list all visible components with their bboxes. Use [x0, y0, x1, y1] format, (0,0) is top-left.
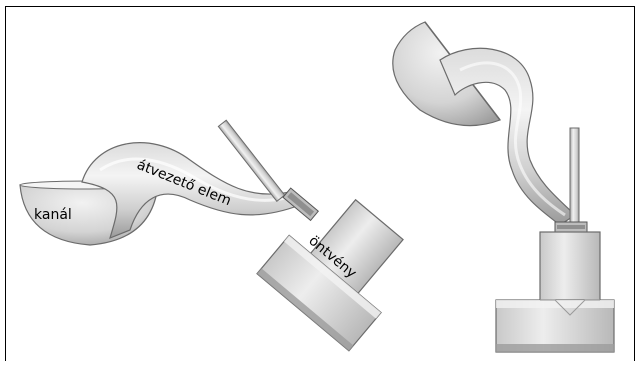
- right-coupling: [554, 221, 588, 233]
- transfer-element: [81, 142, 301, 240]
- right-riser-rod: [569, 127, 580, 229]
- figure-frame: [5, 6, 635, 361]
- riser-rod: [217, 119, 286, 202]
- label-ladle: kanál: [34, 207, 72, 223]
- right-assembly: [392, 21, 615, 353]
- casting-left: [256, 198, 404, 352]
- casting-right: [495, 231, 615, 353]
- left-assembly: kanál átvezető elem öntvény: [19, 119, 404, 352]
- left-coupling: [282, 187, 319, 222]
- right-transfer-element: [439, 47, 576, 226]
